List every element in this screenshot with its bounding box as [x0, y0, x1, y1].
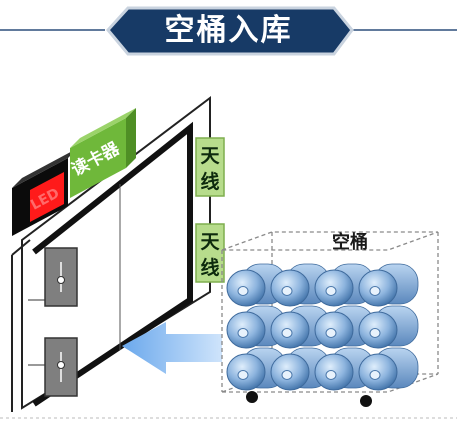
- antenna-top-label-char2: 线: [200, 170, 219, 193]
- barrels-label: 空桶: [332, 231, 368, 253]
- pallet-wheel: [360, 395, 372, 407]
- pallet-wheel: [246, 391, 258, 403]
- title-banner: [0, 6, 457, 56]
- antenna-bottom-label-char2: 线: [200, 256, 219, 279]
- barrel: [358, 263, 419, 307]
- barrel: [358, 347, 419, 391]
- antenna-bottom: 天 线: [195, 223, 225, 283]
- barrel-stack: [226, 263, 419, 391]
- card-reader: 读卡器: [68, 108, 136, 198]
- barrel: [358, 305, 419, 349]
- antenna-bottom-label-char1: 天: [200, 231, 220, 253]
- banner-title: 空桶入库: [164, 13, 293, 48]
- left-arrow-icon: [122, 322, 222, 374]
- rfid-tag-icon: [44, 247, 78, 307]
- antenna-top-label-char1: 天: [200, 145, 220, 167]
- led-display: LED: [12, 148, 78, 236]
- antenna-top: 天 线: [195, 137, 225, 197]
- rfid-tag-icon: [44, 337, 78, 397]
